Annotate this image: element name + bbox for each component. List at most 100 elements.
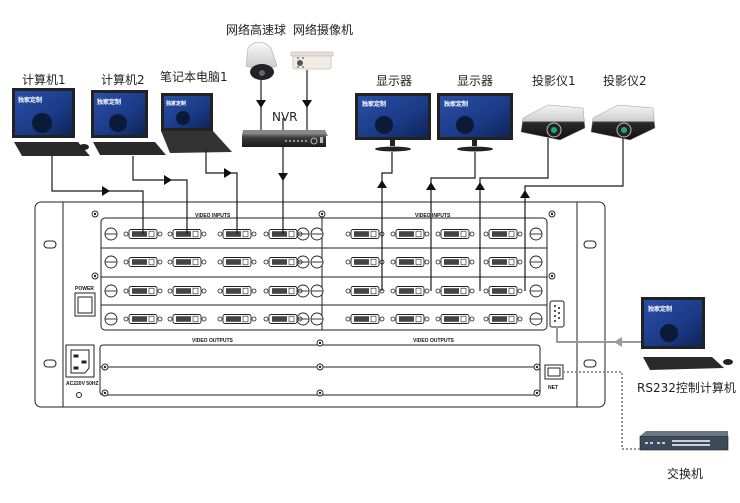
- net-label: NET: [548, 385, 558, 391]
- dvi-port: [345, 257, 385, 267]
- pc1-mouse: [79, 144, 89, 150]
- bnc-port: [529, 312, 543, 326]
- bnc-port: [310, 284, 324, 298]
- display2-screen-text: 独家定制: [443, 100, 468, 108]
- dvi-port: [390, 257, 430, 267]
- dvi-port: [390, 229, 430, 239]
- line-projector2: [524, 138, 624, 291]
- label-laptop1: 笔记本电脑1: [160, 70, 228, 84]
- video-outputs-label-right: VIDEO OUTPUTS: [413, 338, 455, 344]
- dvi-port: [167, 257, 207, 267]
- rs232-port: [549, 300, 565, 328]
- pc1-screen-text: 独家定制: [17, 96, 42, 104]
- ac-inlet: [65, 344, 95, 378]
- label-projector2: 投影仪2: [603, 74, 647, 88]
- left-rack-hole-top: [43, 240, 57, 249]
- laptop1-screen-text: 独家定制: [165, 100, 186, 107]
- dvi-port: [345, 229, 385, 239]
- display2-screen: [440, 96, 510, 137]
- video-inputs-label-left: VIDEO INPUTS: [195, 213, 231, 219]
- dvi-port: [167, 286, 207, 296]
- line-pc2: [132, 156, 188, 234]
- line-pc1: [51, 156, 144, 234]
- rs232-pc-screen-text: 独家定制: [647, 305, 672, 313]
- label-speed-dome: 网络高速球: [226, 23, 287, 37]
- dvi-port: [435, 229, 475, 239]
- bnc-port: [104, 312, 118, 326]
- label-nvr: NVR: [272, 110, 298, 124]
- connection-lines: [51, 70, 624, 291]
- line-projector1: [479, 138, 549, 291]
- bnc-port: [310, 227, 324, 241]
- bnc-port: [296, 284, 310, 298]
- port-panel: [100, 217, 548, 331]
- dvi-port: [263, 257, 303, 267]
- nvr-body: [242, 134, 326, 147]
- dvi-port: [217, 314, 257, 324]
- projector2-device: [590, 104, 656, 141]
- pc2-device: 独家定制: [91, 90, 166, 155]
- bnc-port: [310, 255, 324, 269]
- dvi-port: [123, 314, 163, 324]
- dvi-port: [263, 314, 303, 324]
- switch-body: [639, 435, 729, 451]
- label-pc2: 计算机2: [101, 73, 145, 87]
- rs232-pc-device: 独家定制: [641, 297, 733, 370]
- dvi-port: [483, 314, 523, 324]
- bnc-port: [296, 227, 310, 241]
- pc2-screen-text: 独家定制: [96, 98, 121, 106]
- nvr-device: [242, 130, 328, 147]
- pc1-device: 独家定制: [12, 88, 90, 156]
- left-rack-hole-bottom: [43, 359, 57, 368]
- dvi-port: [390, 314, 430, 324]
- dvi-port: [345, 314, 385, 324]
- dvi-port: [483, 257, 523, 267]
- dvi-port: [167, 314, 207, 324]
- pc2-keyboard: [93, 142, 166, 155]
- line-display1: [381, 152, 393, 291]
- ip-camera: [290, 51, 334, 70]
- display1-screen: [358, 96, 428, 137]
- bnc-port: [529, 284, 543, 298]
- display2-device: 独家定制: [437, 93, 513, 152]
- power-switch: [74, 292, 96, 317]
- dvi-port: [483, 286, 523, 296]
- label-display1: 显示器: [376, 74, 413, 88]
- laptop1-device: 独家定制: [161, 93, 232, 153]
- pc1-keyboard: [14, 142, 90, 156]
- laptop1-keyboard: [161, 131, 232, 153]
- speed-dome-camera: [245, 41, 278, 80]
- dvi-port: [345, 286, 385, 296]
- power-label: POWER: [75, 286, 94, 292]
- label-rs232-pc: RS232控制计算机: [637, 381, 736, 395]
- line-laptop1: [205, 150, 238, 234]
- right-rack-hole-bottom: [583, 359, 597, 368]
- switch-ports: [645, 440, 710, 446]
- ac-label: AC220V 50HZ: [66, 381, 99, 387]
- bnc-port: [296, 312, 310, 326]
- dvi-port: [390, 286, 430, 296]
- dvi-port: [217, 257, 257, 267]
- dvi-port: [263, 286, 303, 296]
- video-outputs-label-left: VIDEO OUTPUTS: [192, 338, 234, 344]
- rs232-line: [556, 327, 641, 347]
- label-pc1: 计算机1: [22, 73, 66, 87]
- label-ip-camera: 网络摄像机: [293, 23, 354, 37]
- label-switch: 交换机: [667, 467, 704, 481]
- dvi-port: [483, 229, 523, 239]
- ground-terminal: [76, 392, 82, 398]
- dvi-port: [435, 314, 475, 324]
- bnc-port: [104, 255, 118, 269]
- dvi-port: [217, 286, 257, 296]
- bnc-port: [310, 312, 324, 326]
- bnc-port: [529, 227, 543, 241]
- dvi-port: [435, 286, 475, 296]
- display1-stand: [375, 146, 411, 152]
- net-line: [563, 371, 640, 450]
- display1-device: 独家定制: [355, 93, 431, 152]
- network-switch: [639, 431, 729, 451]
- bnc-port: [104, 227, 118, 241]
- bnc-port: [296, 255, 310, 269]
- line-display2: [430, 152, 476, 291]
